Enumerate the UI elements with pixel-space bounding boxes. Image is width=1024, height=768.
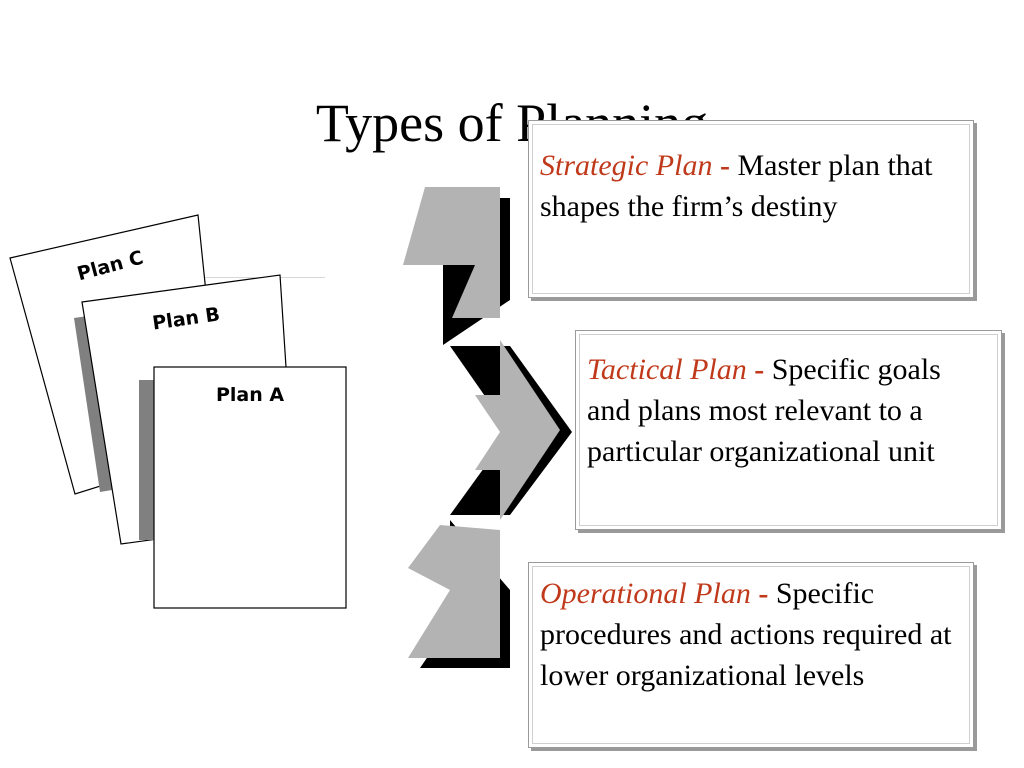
doc-a-shadow — [139, 380, 157, 540]
strategic-plan-dash: - — [712, 149, 738, 182]
arrow-operational-fill — [408, 525, 500, 658]
doc-a-label: Plan A — [216, 384, 284, 406]
strategic-plan-term: Strategic Plan — [540, 149, 713, 182]
arrow-operational — [408, 520, 510, 668]
strategic-plan-description: Master plan that shapes the firm’s desti… — [540, 149, 933, 223]
tactical-plan-term: Tactical Plan — [587, 353, 747, 386]
operational-plan-card: Operational Plan - Specific procedures a… — [528, 562, 974, 748]
tactical-plan-description: Specific goals and plans most relevant t… — [587, 353, 941, 468]
arrow-strategic-fill — [403, 187, 500, 318]
doc-a-page — [153, 366, 347, 609]
tactical-plan-dash: - — [746, 353, 772, 386]
document-plan-a: Plan A — [139, 366, 347, 609]
operational-plan-description: Specific procedures and actions required… — [540, 577, 952, 692]
strategic-plan-card: Strategic Plan - Master plan that shapes… — [528, 120, 974, 298]
arrow-tactical — [450, 340, 572, 520]
tactical-plan-card: Tactical Plan - Specific goals and plans… — [575, 330, 1002, 530]
operational-plan-term: Operational Plan — [540, 577, 751, 610]
operational-plan-dash: - — [750, 577, 776, 610]
arrow-strategic — [403, 187, 510, 345]
arrow-tactical-fill — [475, 340, 560, 520]
doc-b-shadow-left — [74, 316, 112, 492]
